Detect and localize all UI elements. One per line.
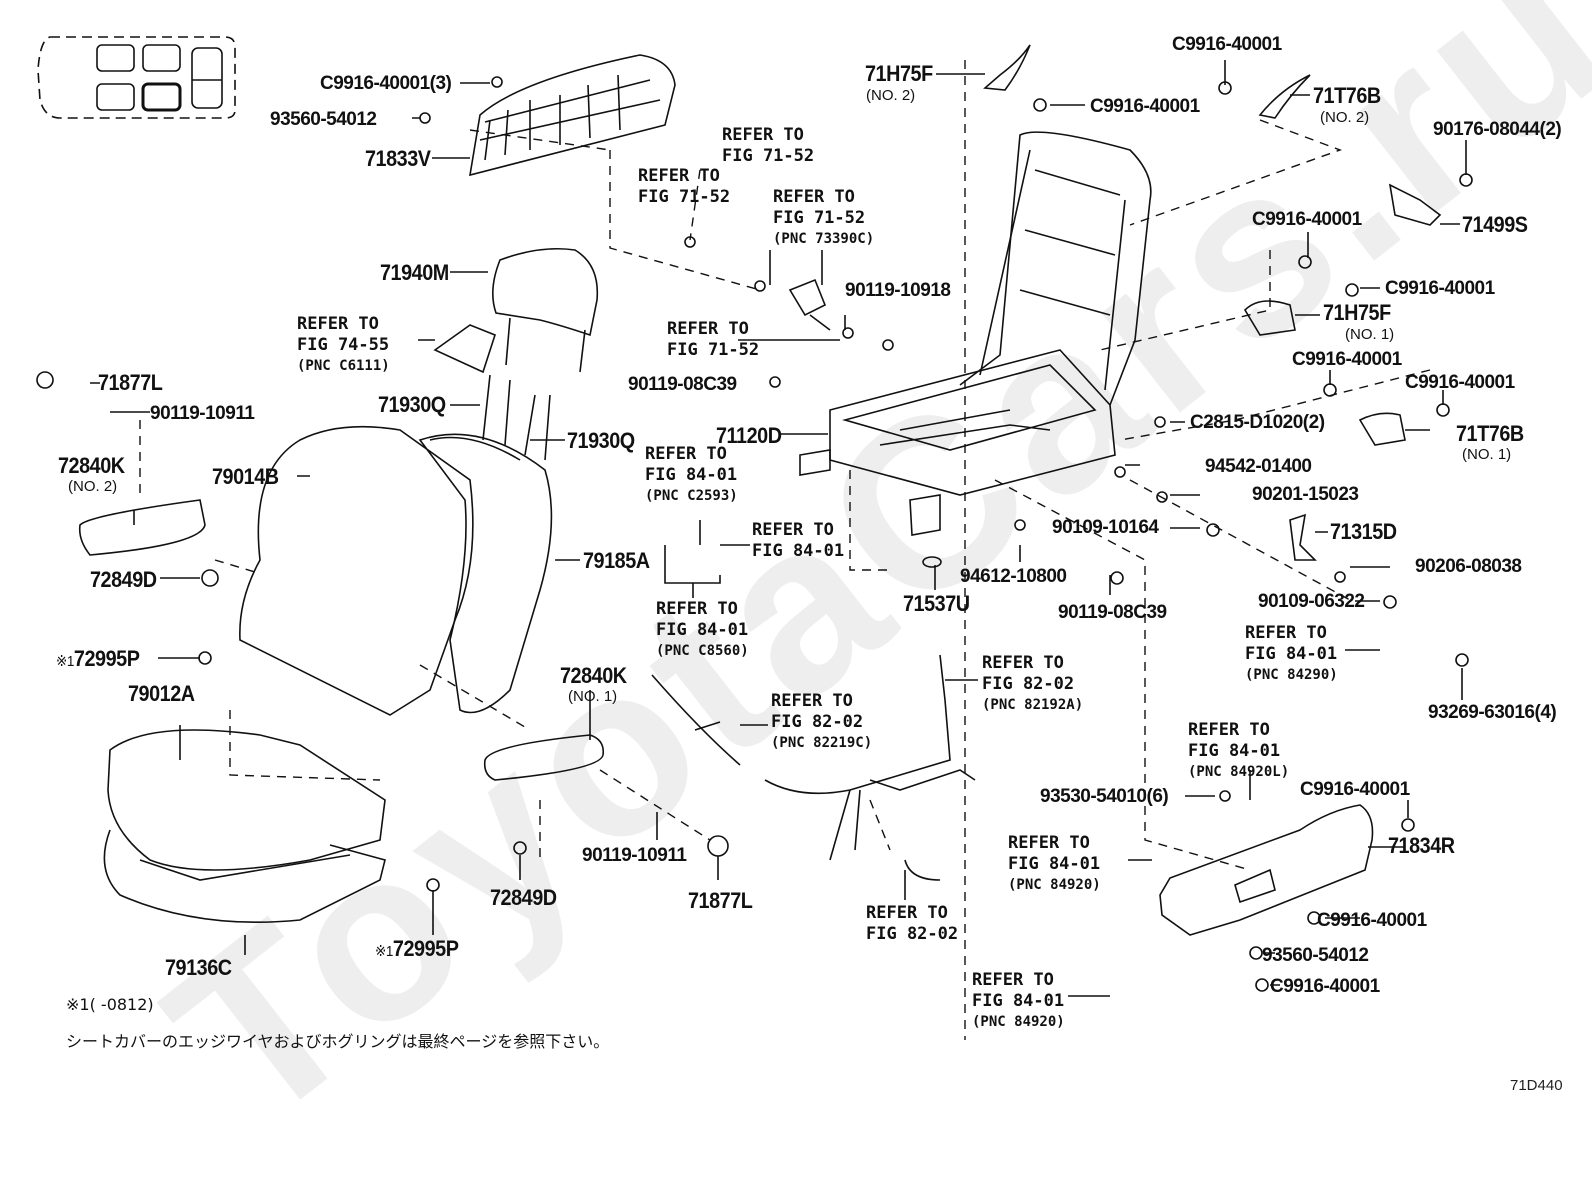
- part-label[interactable]: C2815-D1020(2): [1190, 412, 1325, 433]
- part-label[interactable]: 71930Q: [567, 428, 635, 453]
- part-sublabel: (NO. 1): [568, 688, 618, 705]
- part-label[interactable]: 90119-08C39: [1058, 602, 1167, 623]
- footnote-marker: ※1: [56, 653, 74, 670]
- part-label[interactable]: 79136C: [165, 955, 232, 980]
- part-label[interactable]: 71537U: [903, 591, 970, 616]
- part-label[interactable]: 71834R: [1388, 833, 1455, 858]
- part-label[interactable]: ※172995P: [375, 936, 459, 961]
- part-label[interactable]: 71T76B: [1456, 421, 1524, 446]
- part-sublabel: (NO. 1): [1462, 446, 1512, 463]
- part-label[interactable]: 90109-10164: [1052, 517, 1159, 538]
- part-label[interactable]: ※172995P: [56, 646, 140, 671]
- part-label[interactable]: 90119-08C39: [628, 374, 737, 395]
- part-label[interactable]: 90109-06322: [1258, 591, 1365, 612]
- seat-locator-icon: [37, 36, 236, 119]
- part-label[interactable]: C9916-40001: [1317, 910, 1427, 931]
- part-label[interactable]: C9916-40001: [1300, 779, 1410, 800]
- exploded-seat-diagram: [36, 36, 1473, 1040]
- part-label[interactable]: C9916-40001: [1172, 34, 1282, 55]
- part-label[interactable]: 90119-10918: [845, 280, 951, 301]
- part-label[interactable]: C9916-40001(3): [320, 73, 452, 94]
- part-label[interactable]: 71H75F: [865, 61, 933, 86]
- part-sublabel: (NO. 2): [866, 87, 916, 104]
- part-label[interactable]: 71877L: [688, 888, 753, 913]
- part-label[interactable]: 93269-63016(4): [1428, 702, 1557, 723]
- japanese-note: シートカバーのエッジワイヤおよびホグリングは最終ページを参照下さい。: [66, 1032, 610, 1051]
- part-label[interactable]: 90206-08038: [1415, 556, 1522, 577]
- footnote-marker: ※1: [375, 943, 393, 960]
- part-label[interactable]: C9916-40001: [1090, 96, 1200, 117]
- footnote: ※1( -0812): [66, 995, 154, 1014]
- part-label[interactable]: 90119-10911: [150, 403, 255, 424]
- part-label[interactable]: 71499S: [1462, 212, 1528, 237]
- part-label[interactable]: 94612-10800: [960, 566, 1067, 587]
- part-sublabel: (NO. 2): [68, 478, 118, 495]
- part-sublabel: (NO. 1): [1345, 326, 1395, 343]
- part-label[interactable]: C9916-40001: [1252, 209, 1362, 230]
- part-label[interactable]: 71H75F: [1323, 300, 1391, 325]
- part-label[interactable]: 71940M: [380, 260, 449, 285]
- part-label[interactable]: 93560-54012: [1262, 945, 1369, 966]
- part-label[interactable]: 71833V: [365, 146, 431, 171]
- part-label[interactable]: C9916-40001: [1270, 976, 1380, 997]
- diagram-code: 71D440: [1510, 1077, 1563, 1094]
- part-label[interactable]: C9916-40001: [1385, 278, 1495, 299]
- part-label[interactable]: 90201-15023: [1252, 484, 1359, 505]
- part-label[interactable]: 79014B: [212, 464, 279, 489]
- part-label[interactable]: 79185A: [583, 548, 650, 573]
- part-label[interactable]: C9916-40001: [1405, 372, 1515, 393]
- part-label[interactable]: 71930Q: [378, 392, 446, 417]
- part-label[interactable]: 93560-54012: [270, 109, 377, 130]
- part-label[interactable]: 71120D: [716, 423, 782, 448]
- part-label[interactable]: 72849D: [490, 885, 557, 910]
- part-label[interactable]: 90119-10911: [582, 845, 687, 866]
- part-label[interactable]: 71T76B: [1313, 83, 1381, 108]
- part-label[interactable]: 72840K: [58, 453, 125, 478]
- part-label[interactable]: 72840K: [560, 663, 627, 688]
- part-label[interactable]: 93530-54010(6): [1040, 786, 1169, 807]
- part-sublabel: (NO. 2): [1320, 109, 1370, 126]
- part-label[interactable]: 94542-01400: [1205, 456, 1312, 477]
- part-label[interactable]: 71315D: [1330, 519, 1397, 544]
- part-label[interactable]: C9916-40001: [1292, 349, 1402, 370]
- part-label[interactable]: 79012A: [128, 681, 195, 706]
- part-label[interactable]: 71877L: [98, 370, 163, 395]
- part-label[interactable]: 90176-08044(2): [1433, 119, 1562, 140]
- part-label[interactable]: 72849D: [90, 567, 157, 592]
